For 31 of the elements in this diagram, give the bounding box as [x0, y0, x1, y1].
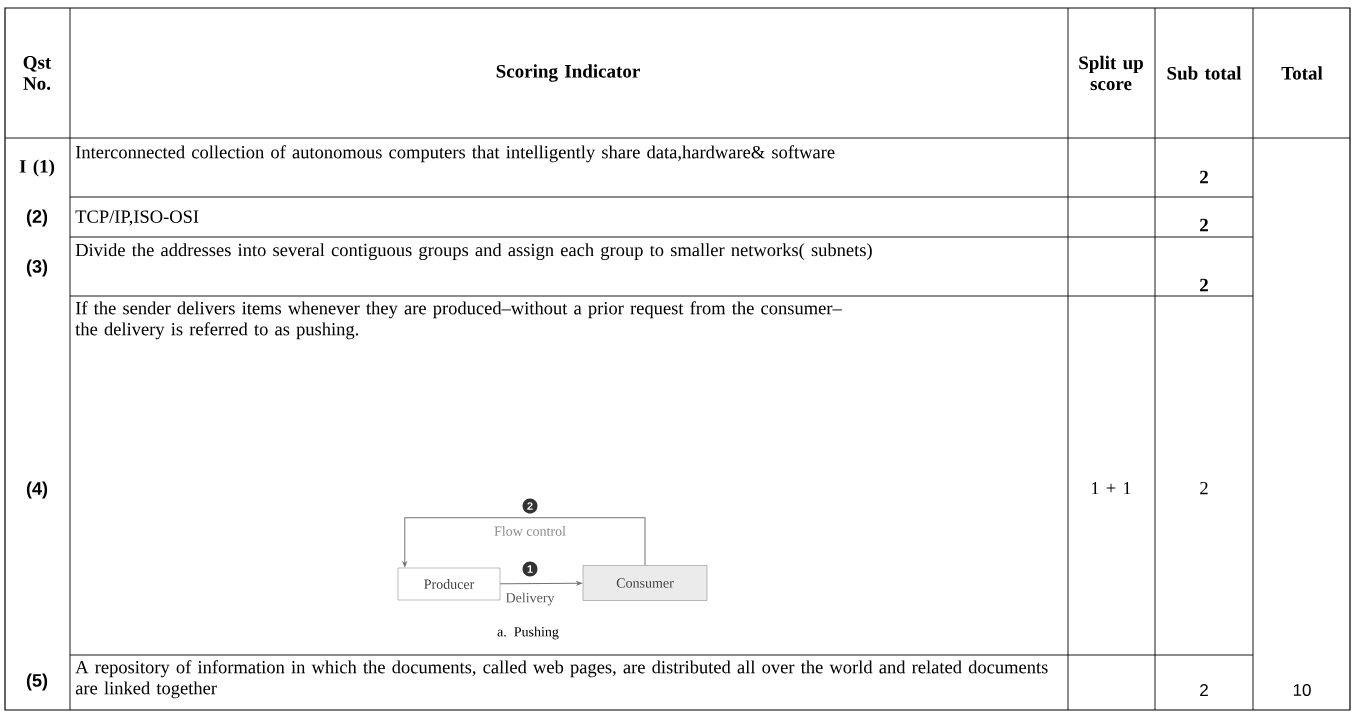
question-number: (2) — [26, 209, 48, 227]
score: 2 — [1200, 170, 1208, 184]
question-number: I (1) — [19, 159, 55, 177]
edge-label: Flow control — [493, 525, 567, 537]
score: 2 — [1200, 218, 1208, 232]
column-header: Qst No. — [23, 56, 52, 90]
figure-caption: a. Pushing — [497, 626, 559, 640]
score: 2 — [1200, 481, 1208, 495]
edge-label: Delivery — [504, 591, 556, 607]
score: 10 — [1293, 684, 1311, 697]
question-number: (5) — [26, 673, 48, 691]
step-number: 2 — [522, 498, 538, 514]
answer-text: A repository of information in which the documents, called web pages, are distributed all over the world and related documents are linked together — [75, 660, 1048, 699]
answer-text: TCP/IP,ISO-OSI — [75, 210, 199, 226]
question-number: (4) — [26, 481, 48, 499]
question-number: (3) — [26, 259, 48, 277]
arrow — [402, 517, 646, 567]
score: 2 — [1200, 684, 1208, 696]
column-header: Total — [1281, 66, 1323, 80]
column-header: Sub total — [1167, 66, 1242, 80]
consumer-box: Consumer — [582, 565, 708, 601]
step-number: 1 — [522, 561, 538, 577]
arrow — [499, 581, 582, 586]
column-header: Scoring Indicator — [496, 64, 640, 82]
producer-box: Producer — [397, 567, 501, 601]
score: 2 — [1200, 278, 1208, 292]
answer-text: Divide the addresses into several contiguous groups and assign each group to smaller networks( subnets) — [75, 243, 872, 261]
answer-text: Interconnected collection of autonomous computers that intelligently share data,hardware& software — [75, 145, 835, 163]
column-header: Split up score — [1079, 55, 1143, 91]
score: 1 + 1 — [1092, 481, 1131, 495]
answer-text: If the sender delivers items whenever they are produced–without a prior request from the consumer–the delivery is referred to as pushing. — [75, 301, 842, 340]
